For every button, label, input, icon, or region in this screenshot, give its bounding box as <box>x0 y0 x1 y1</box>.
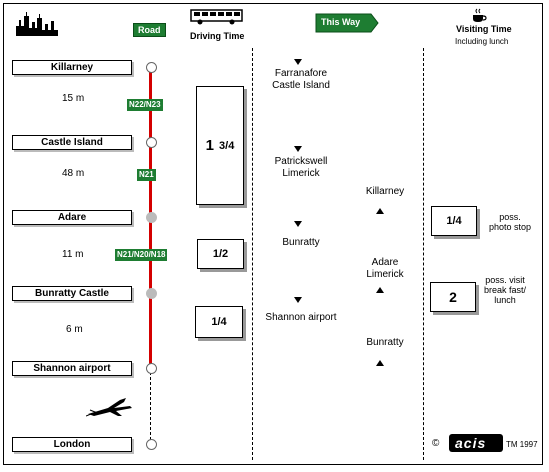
driving-time-header: Driving Time <box>190 31 245 41</box>
return-stop-3: Bunratty <box>355 337 415 349</box>
stop-line: Bunratty <box>366 337 404 348</box>
place-castle-island: Castle Island <box>12 135 132 150</box>
visiting-time-header: Visiting Time <box>456 24 512 34</box>
diagram-frame <box>3 3 543 465</box>
return-stop-1: Killarney <box>355 186 415 198</box>
place-london: London <box>12 437 132 452</box>
stop-line: Patrickswell <box>274 156 328 167</box>
place-shannon-airport: Shannon airport <box>12 361 132 376</box>
visiting-time-value: 1/4 <box>446 215 462 227</box>
note-line: poss. <box>499 212 521 222</box>
distance-killarney-castle-island: 15 m <box>62 93 85 104</box>
driving-time-box-1: 1 3/4 <box>196 86 244 205</box>
visiting-time-value: 2 <box>449 289 457 305</box>
this-way-stop-4: Shannon airport <box>258 312 344 324</box>
flight-path-line <box>150 372 151 440</box>
acis-logo-text: acis <box>455 435 487 451</box>
stop-line: Shannon airport <box>265 312 337 323</box>
down-arrow-icon <box>294 146 302 152</box>
coffee-cup-icon <box>473 8 487 22</box>
visiting-note-2: poss. visit break fast/ lunch <box>474 275 536 305</box>
distance-castle-island-adare: 48 m <box>62 168 85 179</box>
place-adare: Adare <box>12 210 132 225</box>
route-node-london <box>146 439 157 450</box>
road-badge-n21: N21 <box>137 169 156 181</box>
driving-time-value: 1/2 <box>212 248 229 260</box>
driving-time-box-2: 1/2 <box>197 239 244 269</box>
stop-line: Limerick <box>366 269 404 280</box>
this-way-banner <box>315 13 379 33</box>
stop-line: Killarney <box>365 186 405 197</box>
note-line: poss. visit <box>485 275 525 285</box>
down-arrow-icon <box>294 59 302 65</box>
note-line: photo stop <box>488 222 532 232</box>
visiting-time-subheader: Including lunch <box>455 37 509 46</box>
up-arrow-icon <box>376 208 384 214</box>
down-arrow-icon <box>294 297 302 303</box>
route-node-castle-island <box>146 137 157 148</box>
route-node-killarney <box>146 62 157 73</box>
route-node-bunratty <box>146 288 157 299</box>
this-way-stop-2: Patrickswell Limerick <box>262 156 340 180</box>
visiting-time-box-2: 2 <box>430 282 476 312</box>
note-line: lunch <box>494 295 516 305</box>
place-bunratty-castle: Bunratty Castle <box>12 286 132 301</box>
driving-time-fraction: 3/4 <box>219 139 235 152</box>
this-way-stop-1: Farranafore Castle Island <box>262 68 340 92</box>
column-divider-right <box>423 48 424 460</box>
column-divider-left <box>252 48 253 460</box>
copyright-year: TM 1997 <box>506 440 538 449</box>
visiting-time-box-1: 1/4 <box>431 206 477 236</box>
down-arrow-icon <box>294 221 302 227</box>
city-skyline-icon <box>16 12 58 36</box>
copyright-symbol: © <box>432 438 440 449</box>
this-way-label: This Way <box>321 17 361 27</box>
bus-icon <box>190 9 243 25</box>
road-badge-n22-n23: N22/N23 <box>127 99 163 111</box>
driving-time-box-3: 1/4 <box>195 306 243 338</box>
stop-line: Adare <box>371 257 399 268</box>
driving-time-whole: 1 <box>205 137 215 154</box>
distance-adare-bunratty: 11 m <box>62 249 84 260</box>
distance-bunratty-shannon: 6 m <box>66 324 83 335</box>
road-header-badge: Road <box>133 23 166 37</box>
visiting-note-1: poss. photo stop <box>478 212 542 232</box>
this-way-stop-3: Bunratty <box>262 237 340 249</box>
acis-logo: acis <box>449 434 503 452</box>
stop-line: Castle Island <box>272 80 330 91</box>
stop-line: Bunratty <box>282 237 320 248</box>
note-line: break fast/ <box>483 285 527 295</box>
route-node-adare <box>146 212 157 223</box>
return-stop-2: Adare Limerick <box>355 257 415 281</box>
stop-line: Farranafore <box>274 68 328 79</box>
road-badge-n21-n20-n18: N21/N20/N18 <box>115 249 168 261</box>
stop-line: Limerick <box>282 168 320 179</box>
up-arrow-icon <box>376 360 384 366</box>
route-node-shannon <box>146 363 157 374</box>
driving-time-value: 1/4 <box>211 316 227 328</box>
place-killarney: Killarney <box>12 60 132 75</box>
airplane-icon <box>86 398 132 417</box>
up-arrow-icon <box>376 287 384 293</box>
